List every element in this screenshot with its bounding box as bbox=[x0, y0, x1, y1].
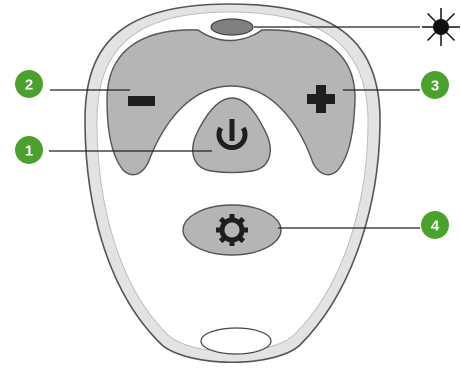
callout-3: 3 bbox=[421, 71, 449, 99]
status-led bbox=[211, 19, 253, 35]
callout-3-number: 3 bbox=[431, 78, 439, 95]
bottom-slot bbox=[201, 328, 271, 354]
callout-4-number: 4 bbox=[431, 218, 440, 235]
callout-1-number: 1 bbox=[25, 143, 33, 160]
sun-icon bbox=[422, 8, 460, 46]
callout-2-number: 2 bbox=[25, 77, 33, 94]
settings-button[interactable] bbox=[183, 205, 281, 255]
callout-2: 2 bbox=[15, 70, 43, 98]
callout-4: 4 bbox=[421, 211, 449, 239]
callout-1: 1 bbox=[15, 136, 43, 164]
minus-icon bbox=[128, 96, 155, 106]
